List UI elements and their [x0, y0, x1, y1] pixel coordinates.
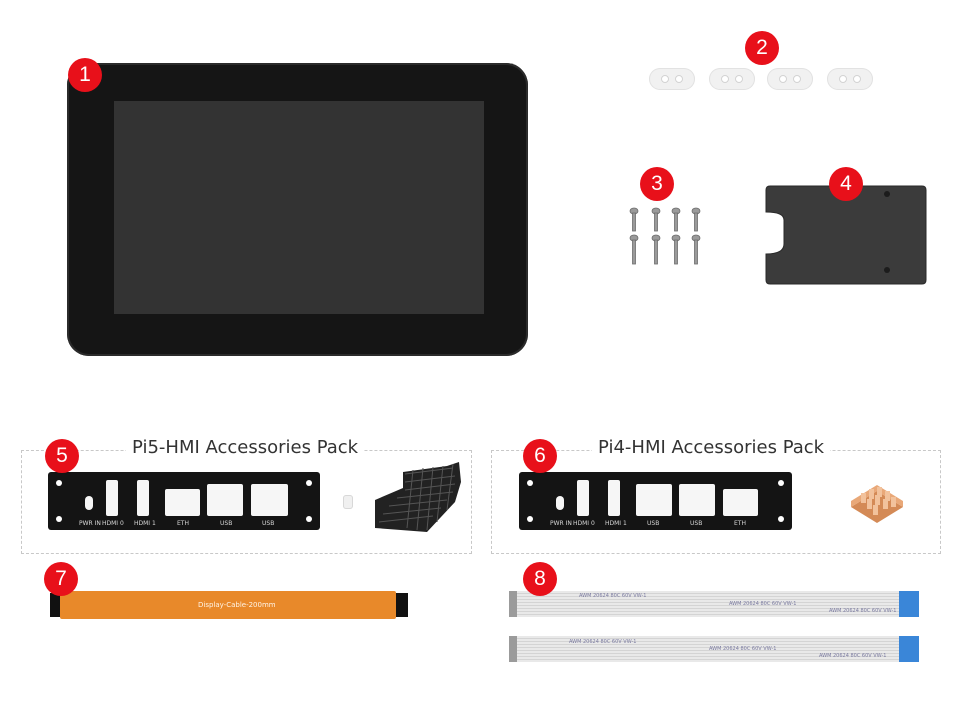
- screw: [629, 207, 639, 232]
- badge-8: 8: [523, 562, 557, 596]
- badge-3: 3: [640, 167, 674, 201]
- silicone-washer: [709, 68, 755, 90]
- pwr-port: [556, 496, 564, 510]
- ffc-print: AWM 20624 80C 60V VW-1: [579, 593, 647, 599]
- screw: [671, 207, 681, 232]
- screws-group: [629, 207, 701, 265]
- hdmi0-port: [577, 480, 589, 516]
- badge-1: 1: [68, 58, 102, 92]
- display-ffc-cable: Display-Cable-200mm: [50, 591, 408, 619]
- port-label: USB: [220, 520, 233, 527]
- mount-hole: [778, 516, 784, 522]
- usb-port: [679, 484, 715, 516]
- screw: [691, 207, 701, 232]
- badge-2: 2: [745, 31, 779, 65]
- badge-4: 4: [829, 167, 863, 201]
- pi4-pack-title: Pi4-HMI Accessories Pack: [592, 437, 831, 458]
- cable-print: Display-Cable-200mm: [198, 601, 276, 609]
- ffc-print: AWM 20624 80C 60V VW-1: [569, 639, 637, 645]
- port-label: ETH: [734, 520, 746, 527]
- badge-7: 7: [44, 562, 78, 596]
- pi5-pack-title: Pi5-HMI Accessories Pack: [126, 437, 365, 458]
- back-cover-plate: [765, 185, 927, 285]
- port-label: HDMI 0: [573, 520, 595, 527]
- active-cooler-heatsink: [375, 462, 461, 532]
- port-label: USB: [647, 520, 660, 527]
- port-label: USB: [690, 520, 703, 527]
- ffc-print: AWM 20624 80C 60V VW-1: [819, 653, 887, 659]
- pi4-io-plate: PWR IN HDMI 0 HDMI 1 USB USB ETH: [519, 472, 792, 530]
- display-screen: [114, 101, 484, 314]
- silicone-washer: [827, 68, 873, 90]
- badge-5: 5: [45, 439, 79, 473]
- ffc-print: AWM 20624 80C 60V VW-1: [729, 601, 797, 607]
- badge-6: 6: [523, 439, 557, 473]
- rubber-spacer: [343, 495, 353, 509]
- ffc-ribbon-cable: AWM 20624 80C 60V VW-1 AWM 20624 80C 60V…: [509, 591, 919, 617]
- port-label: HDMI 1: [605, 520, 627, 527]
- pi5-io-plate: PWR IN HDMI 0 HDMI 1 ETH USB USB: [48, 472, 320, 530]
- hdmi1-port: [137, 480, 149, 516]
- hdmi1-port: [608, 480, 620, 516]
- pwr-port: [85, 496, 93, 510]
- port-label: HDMI 0: [102, 520, 124, 527]
- usb-port: [251, 484, 288, 516]
- mount-hole: [527, 480, 533, 486]
- touch-display-panel: [67, 63, 528, 356]
- port-label: HDMI 1: [134, 520, 156, 527]
- mount-hole: [306, 480, 312, 486]
- copper-heatsink: [851, 485, 903, 523]
- screw: [691, 234, 701, 265]
- ffc-print: AWM 20624 80C 60V VW-1: [829, 608, 897, 614]
- screw: [671, 234, 681, 265]
- usb-port: [636, 484, 672, 516]
- port-label: ETH: [177, 520, 189, 527]
- mount-hole: [778, 480, 784, 486]
- screw: [651, 207, 661, 232]
- screw: [629, 234, 639, 265]
- ffc-ribbon-cable: AWM 20624 80C 60V VW-1 AWM 20624 80C 60V…: [509, 636, 919, 662]
- mount-hole: [306, 516, 312, 522]
- port-label: PWR IN: [550, 520, 572, 527]
- hdmi0-port: [106, 480, 118, 516]
- usb-port: [207, 484, 243, 516]
- mount-hole: [527, 516, 533, 522]
- eth-port: [165, 489, 200, 516]
- eth-port: [723, 489, 758, 516]
- mount-hole: [56, 480, 62, 486]
- port-label: USB: [262, 520, 275, 527]
- ffc-print: AWM 20624 80C 60V VW-1: [709, 646, 777, 652]
- port-label: PWR IN: [79, 520, 101, 527]
- screw: [651, 234, 661, 265]
- silicone-washer: [767, 68, 813, 90]
- mount-hole: [56, 516, 62, 522]
- silicone-washer: [649, 68, 695, 90]
